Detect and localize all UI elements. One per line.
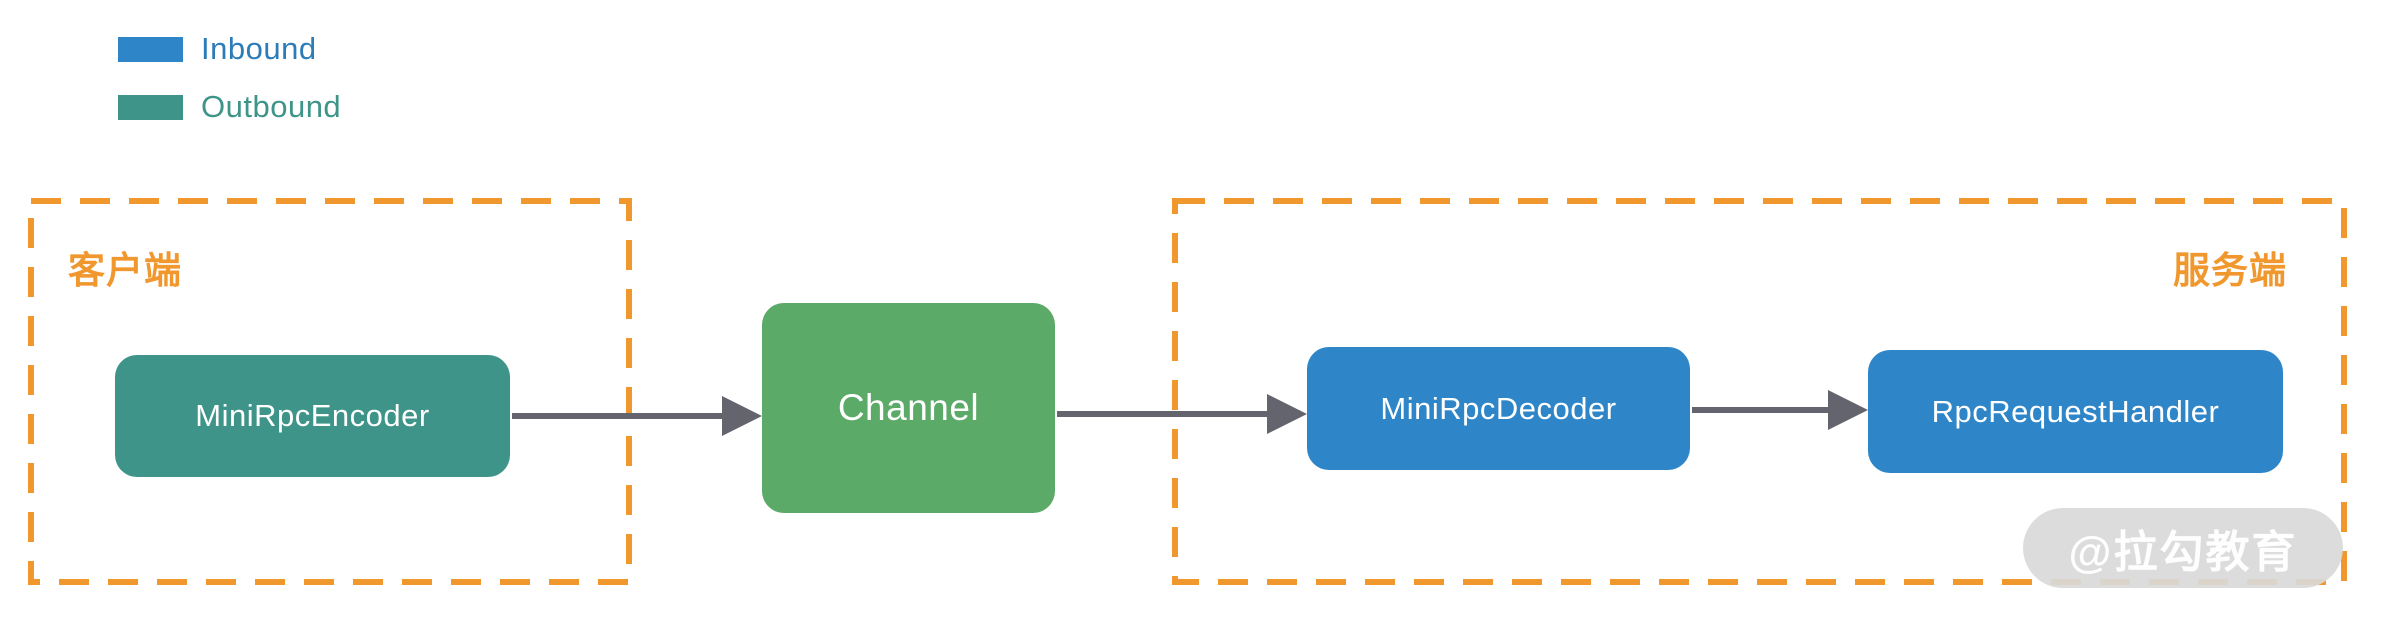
node-label: Channel [837,387,980,428]
watermark-badge: @拉勾教育 [2023,508,2343,588]
inbound-color-swatch [118,36,183,62]
node-channel: Channel [762,303,1055,513]
arrow-decoder-to-handler [1692,390,1868,430]
node-mini-rpc-decoder: MiniRpcDecoder [1307,347,1690,470]
client-group-label: 客户端 [68,250,182,291]
outbound-legend-label: Outbound [201,89,342,124]
client-group-border [28,198,632,585]
legend: Inbound Outbound [118,31,342,149]
server-group-label: 服务端 [2173,250,2287,291]
outbound-color-swatch [118,94,183,120]
watermark-text: @拉勾教育 [2068,528,2298,577]
inbound-legend-label: Inbound [201,31,317,66]
server-group-border [1172,198,2347,585]
node-label: RpcRequestHandler [1931,393,2220,429]
node-label: MiniRpcDecoder [1380,390,1617,426]
node-label: MiniRpcEncoder [195,398,430,433]
legend-item-inbound: Inbound [118,31,341,66]
node-rpc-request-handler: RpcRequestHandler [1868,350,2283,473]
node-mini-rpc-encoder: MiniRpcEncoder [115,355,510,477]
arrow-channel-to-decoder [1057,394,1307,434]
arrow-encoder-to-channel [512,396,762,436]
legend-item-outbound: Outbound [118,89,342,124]
